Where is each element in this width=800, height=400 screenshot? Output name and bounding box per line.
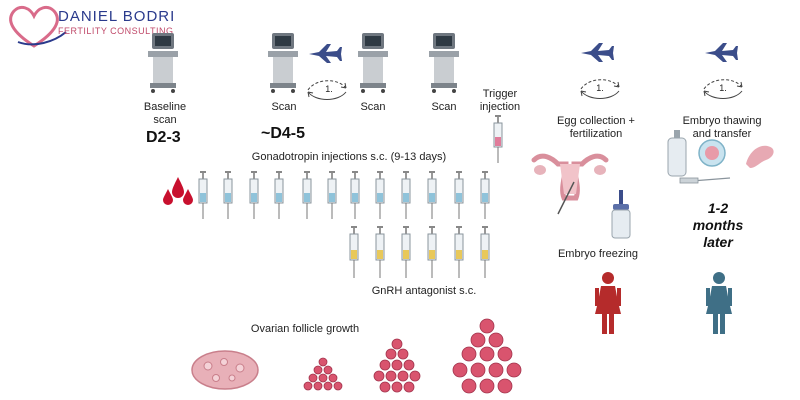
syringe-icon (427, 171, 437, 219)
months-later-label: 1-2 months later (692, 200, 744, 250)
syringe-icon (223, 171, 233, 219)
syringe-icon (375, 171, 385, 219)
plane-icon (705, 43, 738, 62)
syringe-icon (327, 171, 337, 219)
syringe-icon (401, 226, 411, 278)
syringe-icon (274, 171, 284, 219)
catheter-icon (679, 177, 731, 184)
female-figure-icon (595, 272, 621, 334)
syringe-icon (349, 226, 359, 278)
syringe-icon (198, 171, 208, 219)
ultrasound-machine-icon (358, 33, 388, 93)
logo-subtitle: FERTILITY CONSULTING (58, 26, 174, 36)
syringe-icon (480, 226, 490, 278)
step-number: 1. (719, 83, 727, 93)
cycle-arrows-icon (580, 79, 620, 99)
syringe-icon (350, 171, 360, 219)
female-figure-icon (706, 272, 732, 334)
syringe-icon (480, 171, 490, 219)
thawing-label: Embryo thawing and transfer (682, 115, 762, 140)
embryo-freezing-label: Embryo freezing (557, 248, 639, 260)
gnrh-label: GnRH antagonist s.c. (371, 285, 477, 297)
ultrasound-machine-icon (148, 33, 178, 93)
plane-icon (581, 43, 614, 62)
step-number: 1. (596, 83, 604, 93)
follicle-cluster-small (303, 357, 343, 391)
day-range-label: D2-3 (146, 129, 181, 146)
syringe-icon (302, 171, 312, 219)
syringe-icon (454, 226, 464, 278)
plane-icon (309, 44, 342, 63)
cycle-arrows-icon (703, 79, 743, 99)
heart-logo-icon (9, 5, 67, 48)
cryo-vial-icon (611, 190, 631, 239)
day-range-label: ~D4-5 (261, 125, 306, 142)
trigger-label: Trigger injection (479, 88, 521, 113)
follicle-cluster-medium (373, 338, 421, 393)
syringe-icon (249, 171, 259, 219)
baseline-scan-label: Baseline scan (143, 101, 187, 126)
trigger-syringe-icon (493, 115, 503, 163)
follicle-label: Ovarian follicle growth (250, 323, 360, 335)
syringe-icon (375, 226, 385, 278)
ultrasound-machine-icon (429, 33, 459, 93)
ovary-icon (191, 350, 259, 390)
syringe-icon (401, 171, 411, 219)
step-number: 1. (325, 84, 333, 94)
cycle-arrows-icon (307, 80, 347, 100)
logo-name: DANIEL BODRI (58, 8, 176, 25)
egg-collection-label: Egg collection + fertilization (557, 115, 635, 140)
ultrasound-machine-icon (268, 33, 298, 93)
uterus-side-icon (746, 145, 774, 168)
cryo-vial-icon (667, 130, 687, 177)
scan-label: Scan (360, 101, 386, 113)
scan-label: Scan (431, 101, 457, 113)
scan-label: Scan (271, 101, 297, 113)
uterus-icon (531, 153, 609, 215)
syringe-icon (427, 226, 437, 278)
syringe-icon (454, 171, 464, 219)
blood-drops-icon (163, 177, 193, 205)
gonadotropin-label: Gonadotropin injections s.c. (9-13 days) (251, 151, 447, 163)
follicle-cluster-large (452, 318, 522, 394)
embryo-icon (698, 139, 726, 167)
